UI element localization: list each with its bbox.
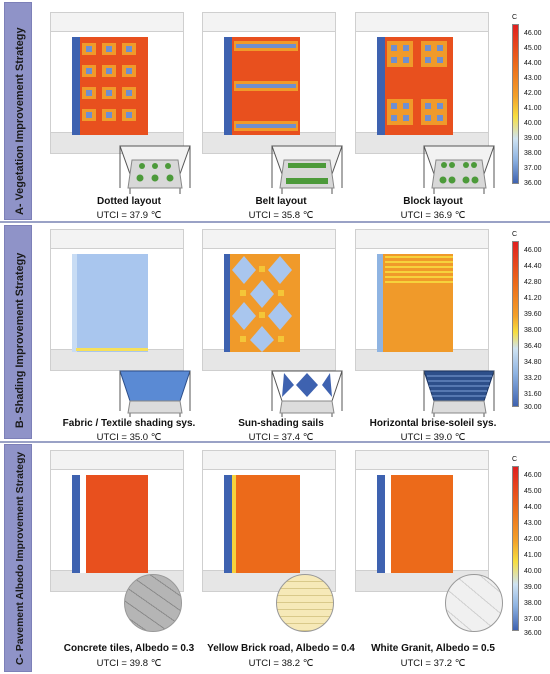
map-panel-white-granit: [355, 450, 489, 592]
section-label-text: C- Pavement Albedo Improvement Strategy: [15, 452, 26, 665]
utci-heatmap-brise-soleil: [377, 254, 453, 352]
concrete-tiles-texture: [124, 574, 182, 632]
brise-soleil-3d-icon: [423, 370, 495, 417]
color-legend: C 46.00 45.00 44.00 43.00 42.00 41.00 40…: [512, 456, 550, 637]
legend-tick: 31.60: [524, 391, 542, 398]
legend-tick: 42.00: [524, 536, 542, 543]
legend-tick: 41.00: [524, 552, 542, 559]
map-panel-block: [355, 12, 489, 154]
legend-tick: 36.00: [524, 180, 542, 187]
color-legend: C 46.00 44.40 42.80 41.20 39.60 38.00 36…: [512, 231, 550, 411]
legend-tick: 39.00: [524, 135, 542, 142]
map-panel-dotted: [50, 12, 184, 154]
utci-heatmap-dotted: [72, 37, 148, 135]
panel-caption: White Granit, Albedo = 0.5: [371, 643, 495, 654]
legend-tick: 33.20: [524, 375, 542, 382]
legend-tick: 44.40: [524, 263, 542, 270]
utci-heatmap-block: [377, 37, 453, 135]
legend-tick: 46.00: [524, 30, 542, 37]
legend-tick: 36.40: [524, 343, 542, 350]
utci-value: UTCI = 35.8 ℃: [248, 210, 314, 221]
legend-tick: 40.00: [524, 568, 542, 575]
belt-layout-3d-icon: [271, 145, 343, 194]
panel-caption: Sun-shading sails: [238, 418, 324, 429]
panel-caption: Concrete tiles, Albedo = 0.3: [63, 643, 195, 654]
utci-value: UTCI = 39.0 ℃: [400, 432, 466, 443]
map-panel-brise-soleil: [355, 229, 489, 371]
map-panel-yellow-brick: [202, 450, 336, 592]
section-label-shading: B- Shading Improvement Strategy: [4, 225, 32, 439]
legend-tick: 42.80: [524, 279, 542, 286]
legend-tick: 43.00: [524, 520, 542, 527]
legend-tick: 36.00: [524, 630, 542, 637]
utci-value: UTCI = 38.2 ℃: [248, 658, 314, 669]
panel-caption: Yellow Brick road, Albedo = 0.4: [207, 643, 355, 654]
legend-tick: 45.00: [524, 488, 542, 495]
utci-value: UTCI = 37.4 ℃: [248, 432, 314, 443]
legend-unit: C: [512, 14, 518, 21]
legend-unit: C: [512, 231, 518, 238]
legend-tick: 40.00: [524, 120, 542, 127]
map-panel-belt: [202, 12, 336, 154]
legend-tick: 45.00: [524, 45, 542, 52]
legend-unit: C: [512, 456, 518, 463]
section-pavement-albedo: C- Pavement Albedo Improvement Strategy …: [0, 442, 550, 674]
utci-value: UTCI = 35.0 ℃: [96, 432, 162, 443]
utci-heatmap-belt: [224, 37, 300, 135]
legend-tick: 37.00: [524, 616, 542, 623]
section-label-pavement: C- Pavement Albedo Improvement Strategy: [4, 444, 32, 672]
map-panel-sails: [202, 229, 336, 371]
section-divider: [0, 221, 550, 223]
sun-sails-3d-icon: [271, 370, 343, 417]
panel-caption: Dotted layout: [97, 196, 161, 207]
legend-tick: 39.60: [524, 311, 542, 318]
panel-caption: Horizontal brise-soleil sys.: [369, 418, 497, 429]
map-panel-fabric: [50, 229, 184, 371]
utci-value: UTCI = 36.9 ℃: [400, 210, 466, 221]
panel-caption: Fabric / Textile shading sys.: [62, 418, 196, 429]
legend-tick: 44.00: [524, 504, 542, 511]
section-label-text: B- Shading Improvement Strategy: [14, 252, 26, 428]
dotted-layout-3d-icon: [119, 145, 191, 194]
legend-tick: 41.20: [524, 295, 542, 302]
color-legend: C 46.00 45.00 44.00 43.00 42.00 41.00 40…: [512, 14, 550, 187]
panel-caption: Block layout: [403, 196, 463, 207]
block-layout-3d-icon: [423, 145, 495, 194]
white-granit-texture: [445, 574, 503, 632]
section-vegetation: A- Vegetation Improvement Strategy: [0, 0, 550, 222]
legend-tick: 38.00: [524, 600, 542, 607]
legend-tick: 43.00: [524, 75, 542, 82]
section-label-vegetation: A- Vegetation Improvement Strategy: [4, 2, 32, 220]
map-panel-concrete: [50, 450, 184, 592]
legend-tick: 34.80: [524, 359, 542, 366]
utci-value: UTCI = 37.9 ℃: [96, 210, 162, 221]
legend-tick: 38.00: [524, 150, 542, 157]
utci-heatmap-concrete: [72, 475, 148, 573]
legend-tick: 39.00: [524, 584, 542, 591]
utci-heatmap-sails: [224, 254, 300, 352]
utci-heatmap-fabric: [72, 254, 148, 352]
fabric-shading-3d-icon: [119, 370, 191, 417]
panel-caption: Belt layout: [255, 196, 307, 207]
legend-tick: 46.00: [524, 472, 542, 479]
legend-tick: 37.00: [524, 165, 542, 172]
section-divider: [0, 441, 550, 443]
utci-heatmap-white-granit: [377, 475, 453, 573]
legend-tick: 42.00: [524, 90, 542, 97]
legend-tick: 41.00: [524, 105, 542, 112]
legend-tick: 30.00: [524, 404, 542, 411]
utci-value: UTCI = 37.2 ℃: [400, 658, 466, 669]
section-shading: B- Shading Improvement Strategy Fabric /…: [0, 223, 550, 443]
legend-tick: 38.00: [524, 327, 542, 334]
utci-heatmap-yellow-brick: [224, 475, 300, 573]
section-label-text: A- Vegetation Improvement Strategy: [14, 27, 26, 215]
utci-value: UTCI = 39.8 ℃: [96, 658, 162, 669]
yellow-brick-texture: [276, 574, 334, 632]
legend-tick: 44.00: [524, 60, 542, 67]
legend-tick: 46.00: [524, 247, 542, 254]
